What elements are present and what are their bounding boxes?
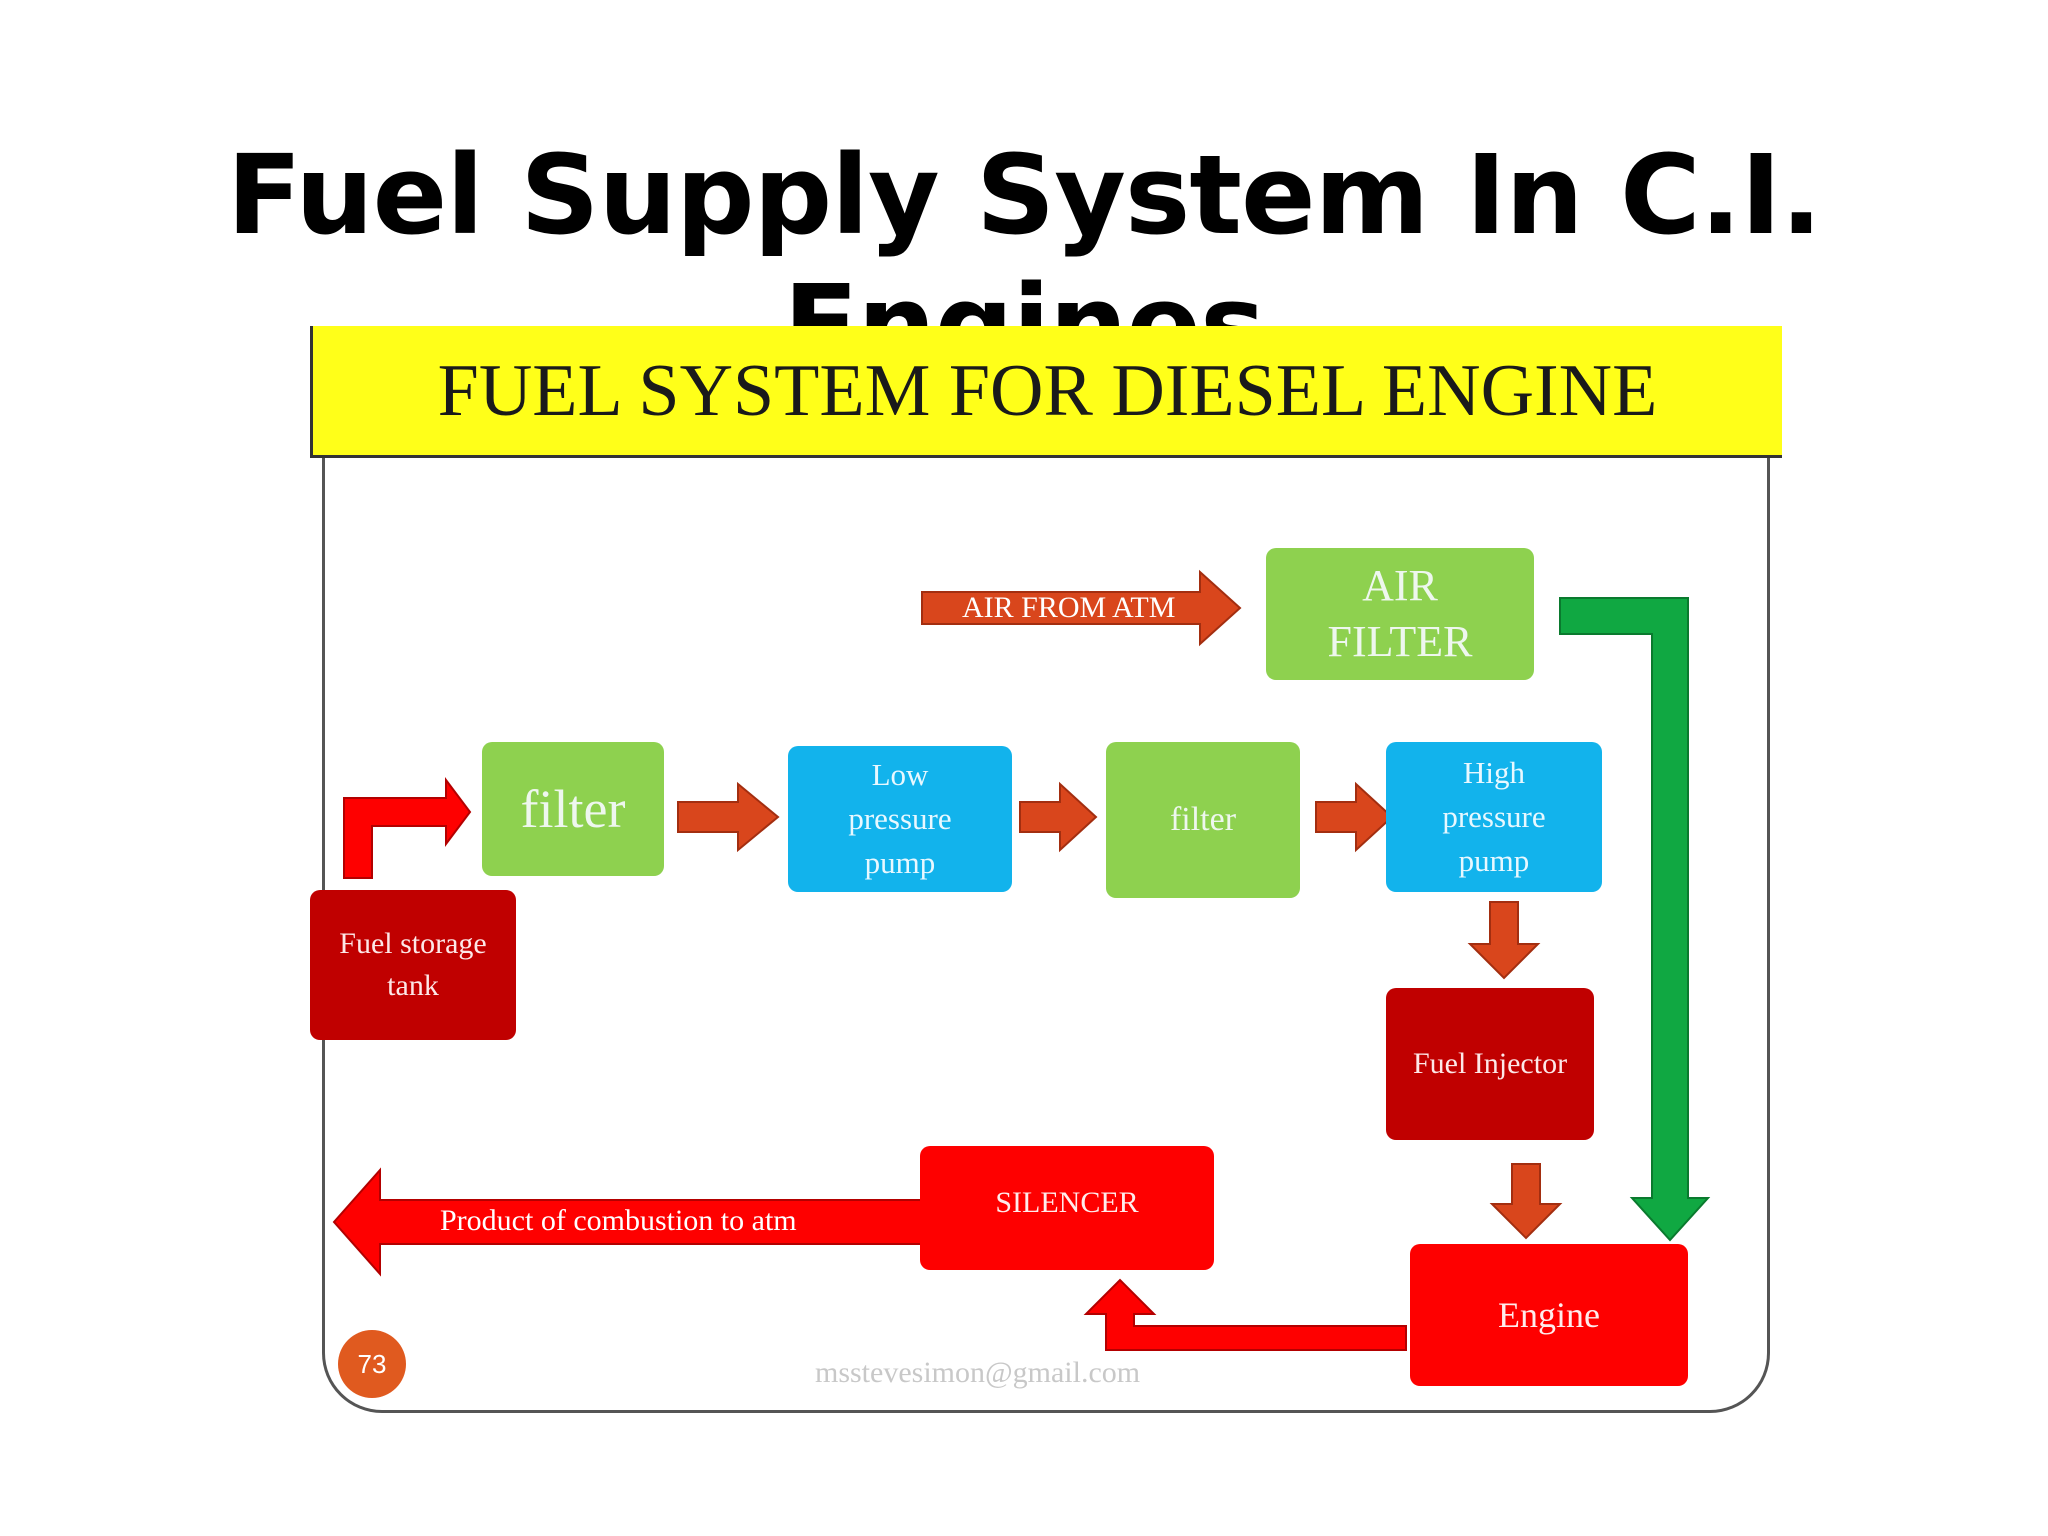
filter-box-2: filter [1106,742,1300,898]
air-from-atm-label: AIR FROM ATM [962,591,1176,624]
silencer-box: SILENCER [920,1146,1214,1270]
filter-to-hpp-arrow [1315,781,1394,853]
engine-to-silencer-arrow [1083,1278,1407,1351]
diagram-title-banner: FUEL SYSTEM FOR DIESEL ENGINE [310,326,1782,458]
air-from-atm-arrow [921,569,1242,647]
fuel-injector-box: Fuel Injector [1386,988,1594,1140]
exhaust-label: Product of combustion to atm [440,1204,797,1237]
watermark: msstevesimon@gmail.com [815,1356,1141,1389]
exhaust-arrow [332,1167,923,1277]
page-number-badge: 73 [338,1330,406,1398]
slide-title: Fuel Supply System In C.I. Engines [226,131,1823,389]
tank-to-filter-arrow [343,777,472,879]
injector-to-engine-arrow [1489,1163,1563,1240]
filter-box-1: filter [482,742,664,876]
air-filter-box: AIR FILTER [1266,548,1534,680]
air-to-engine-arrow [1559,597,1711,1242]
filter-to-lpp-arrow [677,781,780,853]
fuel-storage-tank-box: Fuel storage tank [310,890,516,1040]
lpp-to-filter-arrow [1019,781,1098,853]
low-pressure-pump-box: Low pressure pump [788,746,1012,892]
engine-box: Engine [1410,1244,1688,1386]
hpp-to-injector-arrow [1467,901,1541,980]
high-pressure-pump-box: High pressure pump [1386,742,1602,892]
